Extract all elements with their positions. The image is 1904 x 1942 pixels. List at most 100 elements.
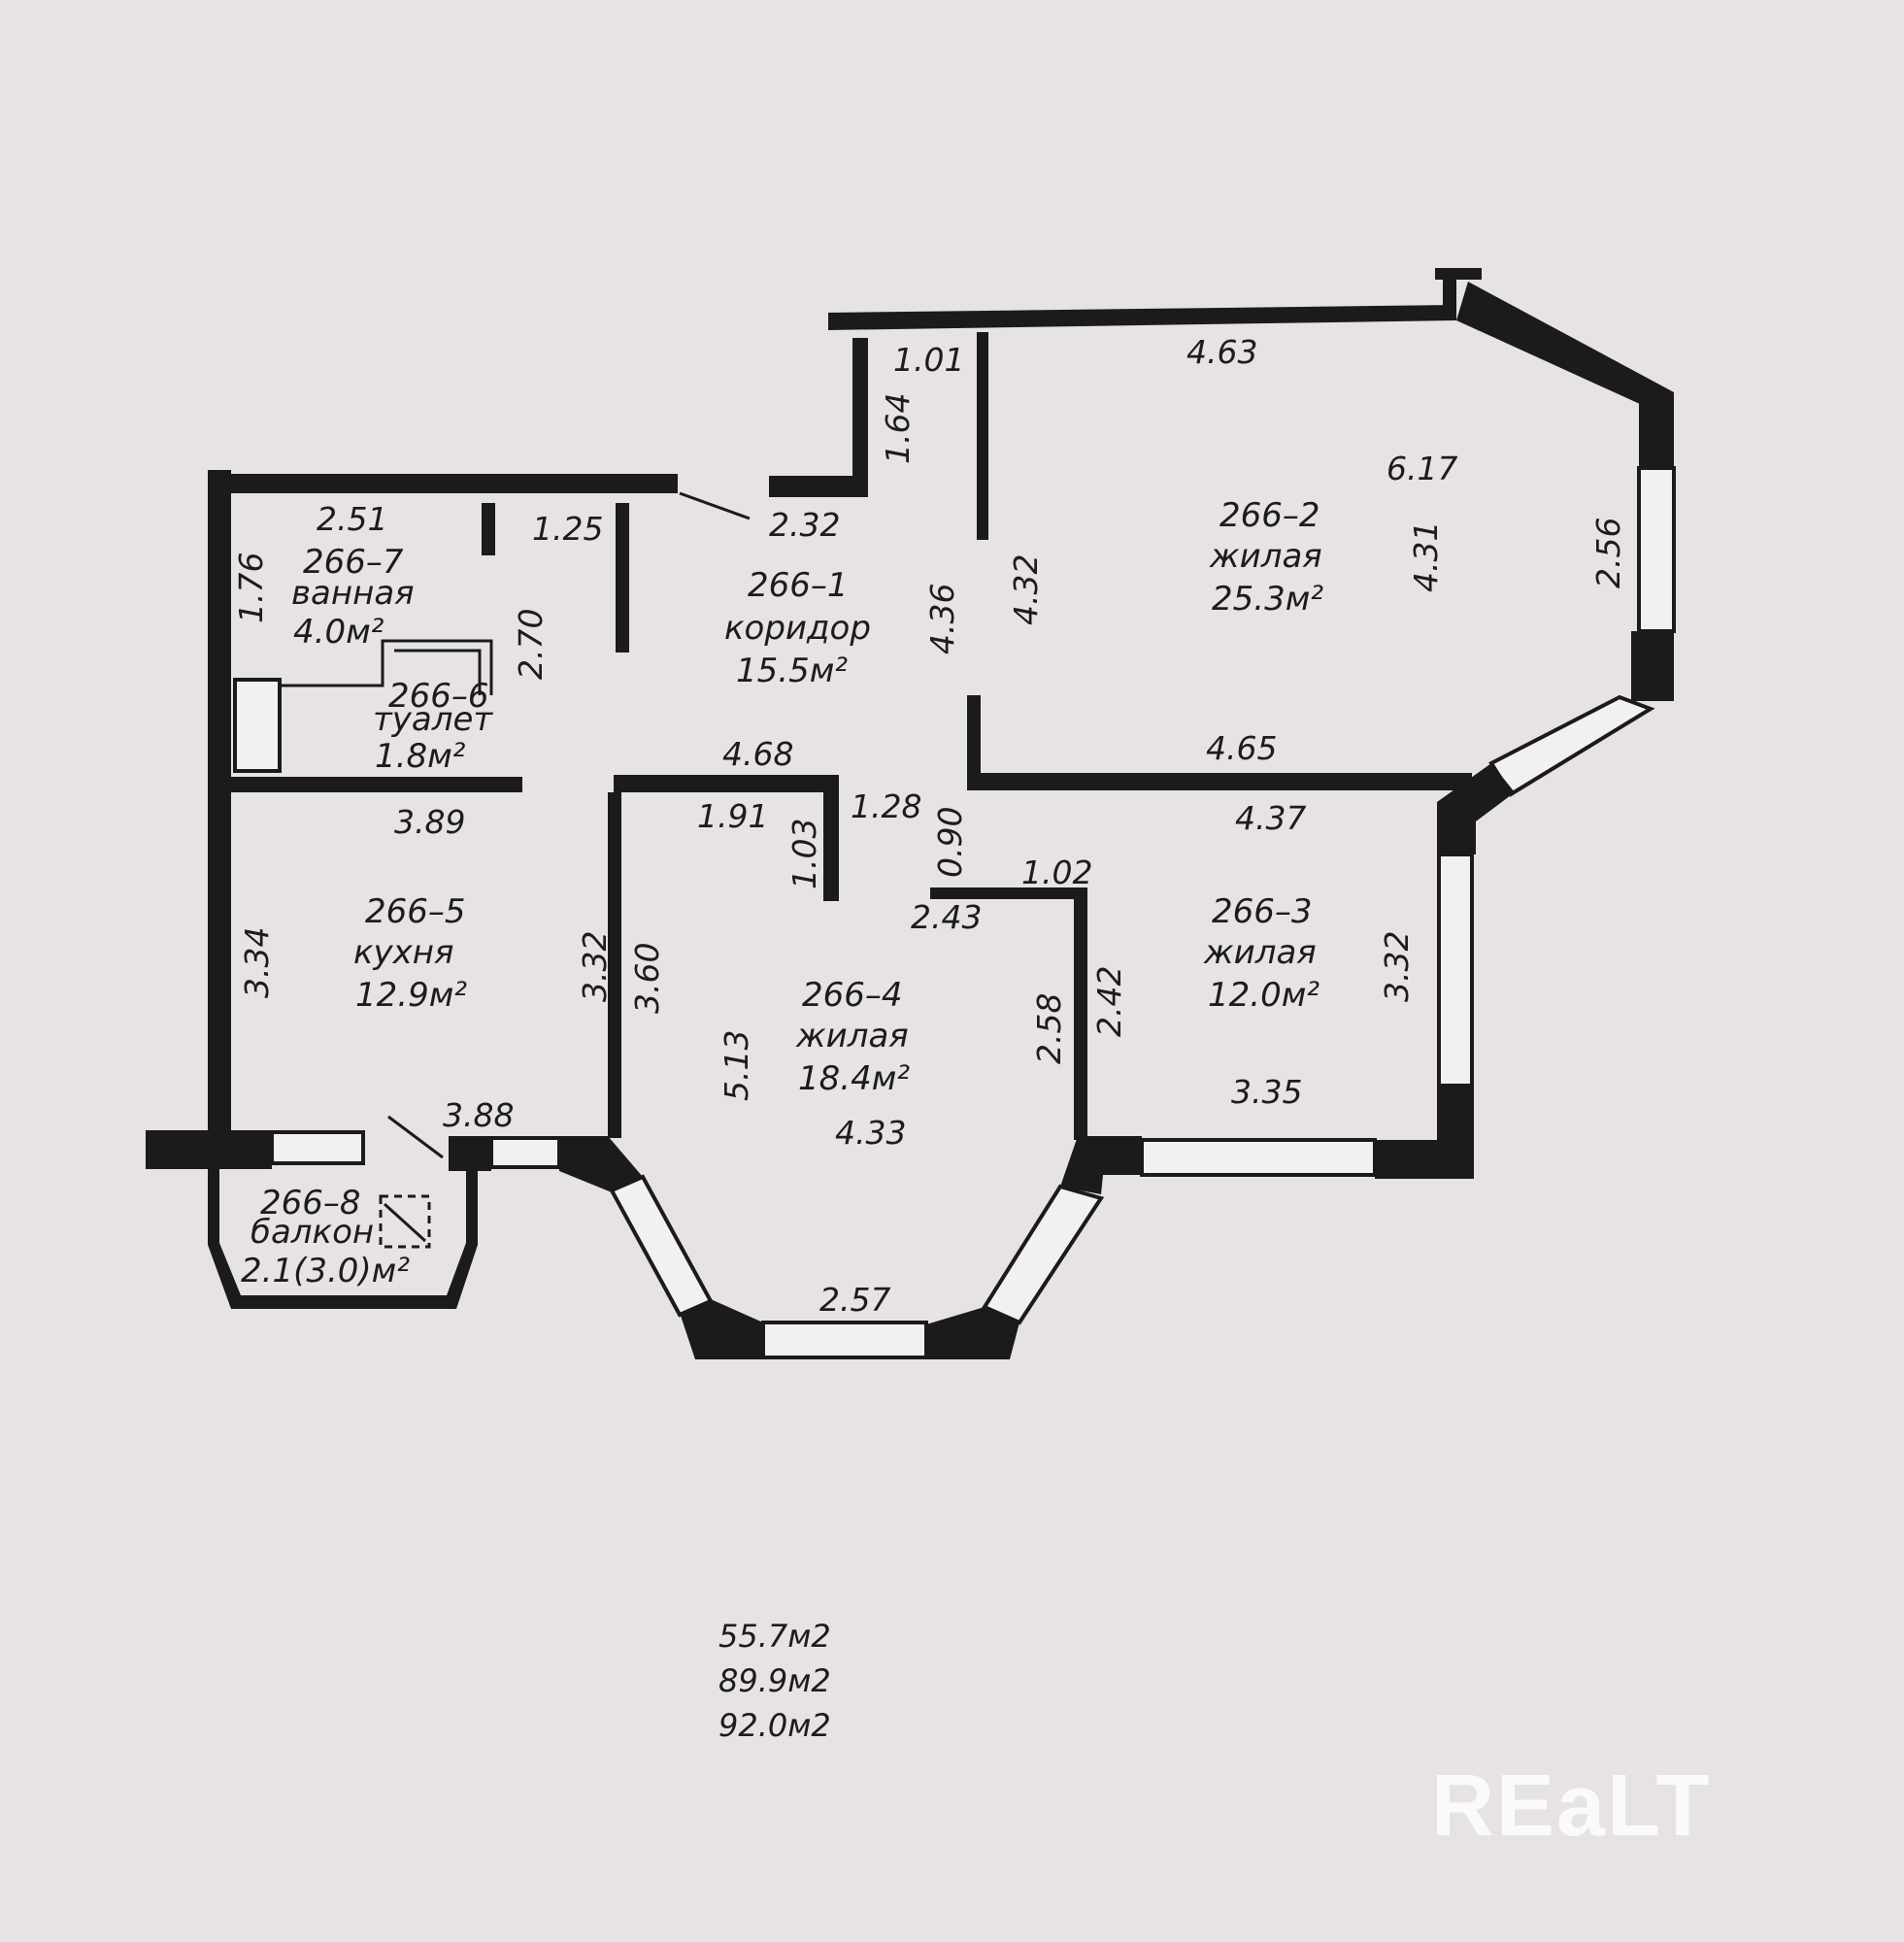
dim-1-25: 1.25	[532, 510, 603, 548]
dim-1-28: 1.28	[851, 787, 921, 825]
room-266-6-name: туалет	[373, 700, 493, 739]
window-right-diagonal	[1488, 694, 1655, 797]
room-266-5-area: 12.9м²	[355, 976, 467, 1015]
balcony-rail	[208, 1169, 478, 1309]
wall-balcony-top-left	[146, 1130, 272, 1169]
dim-3-89: 3.89	[394, 803, 465, 841]
dim-0-90: 0.90	[931, 807, 969, 878]
dim-1-01: 1.01	[893, 341, 964, 379]
wall-bay-left-top	[559, 1136, 643, 1192]
room-266-2-area: 25.3м²	[1212, 580, 1323, 619]
room-266-4-area: 18.4м²	[798, 1059, 910, 1098]
wall-top	[828, 305, 1456, 330]
room-266-7-id: 266–7	[303, 543, 404, 582]
dim-4-63: 4.63	[1186, 333, 1257, 371]
wall-right-mid	[1631, 631, 1674, 701]
partition-corridor-left	[852, 338, 868, 476]
wall-room2-bottom	[967, 773, 1472, 790]
dim-2-57: 2.57	[819, 1281, 890, 1319]
wall-left	[208, 470, 231, 1130]
room-266-4-name: жилая	[795, 1017, 909, 1055]
dim-3-60: 3.60	[628, 943, 666, 1014]
wall-corner-right	[1437, 763, 1515, 854]
balcony-storage-cross	[383, 1202, 427, 1243]
dim-1-02: 1.02	[1021, 854, 1092, 891]
room-266-8-id: 266–8	[260, 1184, 361, 1222]
window-right-upper	[1637, 466, 1676, 633]
window-bay-bottom	[761, 1321, 928, 1359]
dim-1-03: 1.03	[785, 819, 823, 889]
wall-room4-left	[608, 792, 621, 1138]
dim-5-13: 5.13	[718, 1030, 755, 1101]
area-totals: 55.7м2 89.9м2 92.0м2	[718, 1618, 831, 1744]
realt-watermark: REaLT	[1431, 1758, 1711, 1855]
room-266-5-id: 266–5	[365, 892, 466, 931]
room-266-6-area: 1.8м²	[375, 737, 466, 776]
total-area: 89.9м2	[718, 1662, 831, 1699]
room-266-1-id: 266–1	[748, 566, 849, 605]
dim-3-88: 3.88	[443, 1096, 514, 1134]
wc-outline	[282, 639, 493, 695]
window-room3-bottom	[1140, 1138, 1377, 1177]
dim-4-31: 4.31	[1407, 521, 1445, 592]
window-right-lower	[1437, 853, 1474, 1088]
partition-bath-2	[616, 503, 629, 653]
fixtures	[233, 639, 493, 1249]
walls	[146, 268, 1676, 1359]
dim-2-58: 2.58	[1030, 993, 1068, 1064]
dim-3-32-left: 3.32	[576, 931, 614, 1002]
dimensions: 1.01 4.63 1.64 6.17 2.51 1.25 2.32 2.56 …	[232, 333, 1627, 1319]
dim-4-33: 4.33	[835, 1114, 906, 1152]
total-living-area: 55.7м2	[718, 1618, 831, 1655]
room-266-2-name: жилая	[1209, 537, 1322, 576]
room-266-3-name: жилая	[1203, 933, 1317, 972]
partition-room3-left	[1074, 887, 1087, 1140]
wall-bay-bottom-right	[926, 1307, 1019, 1359]
wall-top-stub-post	[1443, 268, 1456, 318]
wall-bath-top	[208, 474, 678, 493]
wc-inner	[394, 649, 482, 695]
room-266-5-name: кухня	[353, 933, 453, 972]
window-bay-left	[609, 1174, 714, 1318]
balcony-door-swing	[387, 1115, 444, 1159]
dim-2-70: 2.70	[512, 609, 550, 680]
bathtub	[233, 678, 282, 773]
dim-4-36: 4.36	[923, 584, 961, 654]
room-266-1-area: 15.5м²	[736, 652, 848, 690]
room-266-7-area: 4.0м²	[293, 613, 384, 652]
dim-2-56: 2.56	[1589, 518, 1627, 588]
dim-2-51: 2.51	[317, 500, 387, 538]
wall-right-diagonal	[1456, 282, 1674, 419]
dim-1-91: 1.91	[697, 797, 768, 835]
wall-kitchen-top	[231, 777, 522, 792]
room-266-6-id: 266–6	[388, 677, 489, 716]
entry-door-swing	[679, 491, 751, 520]
room-266-3-area: 12.0м²	[1208, 976, 1319, 1015]
dim-2-43: 2.43	[911, 898, 982, 936]
balcony-storage	[379, 1194, 431, 1249]
dim-2-42: 2.42	[1090, 966, 1128, 1037]
wall-kitchen-bottom-post	[449, 1136, 491, 1171]
dim-3-35: 3.35	[1231, 1073, 1302, 1111]
total-area-with-balcony: 92.0м2	[718, 1707, 831, 1744]
dim-3-34: 3.34	[238, 927, 276, 998]
partition-corridor-notch	[769, 476, 868, 497]
dim-4-32-top: 4.32	[1007, 554, 1045, 625]
room-266-4-id: 266–4	[802, 976, 903, 1015]
window-kitchen-bottom	[489, 1136, 561, 1169]
dim-1-76: 1.76	[232, 552, 270, 623]
dim-1-64: 1.64	[879, 393, 917, 464]
room-266-7-name: ванная	[291, 574, 415, 613]
room-266-1-name: коридор	[724, 609, 871, 648]
dim-6-17: 6.17	[1386, 450, 1457, 487]
partition-bath-1	[482, 503, 495, 555]
partition-room3-top	[930, 887, 1076, 899]
room-266-3-id: 266–3	[1212, 892, 1313, 931]
wall-room4-top	[614, 775, 839, 792]
room-266-8-name: балкон	[251, 1213, 374, 1252]
partition-room4-nub	[823, 792, 839, 901]
partition-room2-left	[977, 332, 988, 540]
room-labels: 266–1 коридор 15.5м² 266–2 жилая 25.3м² …	[241, 496, 1323, 1290]
window-kitchen-balcony	[270, 1130, 365, 1165]
